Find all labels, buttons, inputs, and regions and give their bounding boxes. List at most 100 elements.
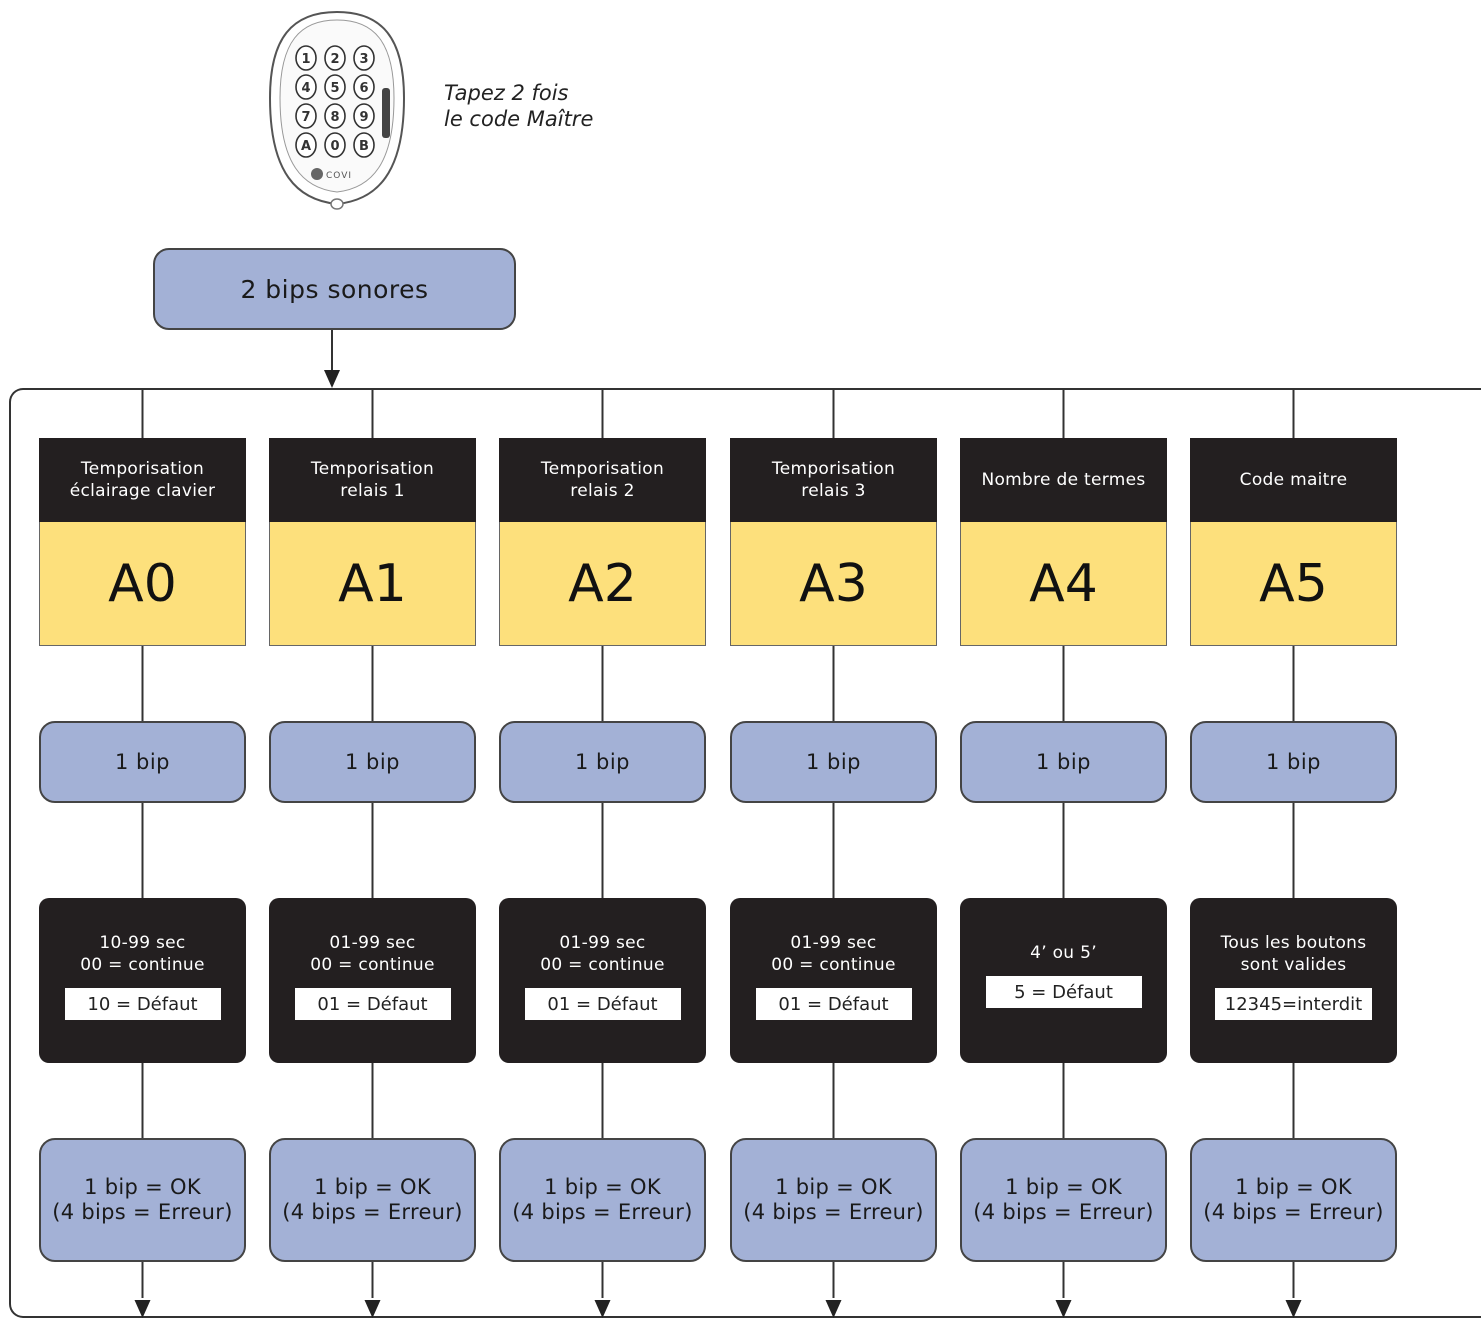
start-arrow [324,370,340,388]
default-value: 01 = Défaut [524,988,681,1020]
menu-title-line: Temporisation [310,459,435,479]
result-line: 1 bip = OK [1005,1175,1122,1199]
menu-code: A4 [960,522,1167,646]
keypad-key [295,74,317,100]
result-line: (4 bips = Erreur) [282,1200,463,1224]
parameter-text: 4’ ou 5’ [1030,942,1097,964]
menu-code: A5 [1190,522,1397,646]
instruction-text: Tapez 2 fois le code Maître [444,80,704,132]
keypad-key-label: 2 [330,52,339,67]
confirm-beep-box: 1 bip [269,721,476,803]
instruction-line-1: Tapez 2 fois [444,81,569,105]
result-box: 1 bip = OK(4 bips = Erreur) [499,1138,706,1262]
confirm-beep-label: 1 bip [574,750,631,774]
menu-title-line: Temporisation [80,459,205,479]
menu-code: A3 [730,522,937,646]
menu-title: Code maitre [1190,438,1397,522]
result-box: 1 bip = OK(4 bips = Erreur) [960,1138,1167,1262]
keypad-key-label: 4 [301,81,310,96]
menu-code: A1 [269,522,476,646]
keypad-key [324,45,346,71]
default-value: 12345=interdit [1214,988,1373,1020]
parameter-line: 00 = continue [310,955,435,975]
parameter-line: 00 = continue [540,955,665,975]
result-line: (4 bips = Erreur) [512,1200,693,1224]
keypad-key-label: A [301,139,311,154]
keypad-key [353,132,375,158]
parameter-line: 4’ ou 5’ [1030,943,1097,963]
confirm-beep-box: 1 bip [499,721,706,803]
menu-title-line: Temporisation [540,459,665,479]
keypad-key [353,45,375,71]
keypad-key-label: 1 [301,52,310,67]
confirm-beep-label: 1 bip [805,750,862,774]
result-line: (4 bips = Erreur) [973,1200,1154,1224]
menu-title-line: relais 3 [801,481,866,501]
start-beeps-box: 2 bips sonores [153,248,516,330]
menu-code: A0 [39,522,246,646]
menu-title-line: relais 2 [570,481,635,501]
keypad-key [324,74,346,100]
keypad-key-label: 0 [330,139,339,154]
keypad-key [324,103,346,129]
result-box: 1 bip = OK(4 bips = Erreur) [269,1138,476,1262]
result-line: (4 bips = Erreur) [52,1200,233,1224]
menu-title-line: Code maitre [1239,470,1348,490]
parameter-box: 4’ ou 5’ 5 = Défaut [960,898,1167,1063]
parameter-line: 00 = continue [80,955,205,975]
result-line: (4 bips = Erreur) [1203,1200,1384,1224]
keypad-key-label: 9 [359,110,368,125]
keypad-key-label: 3 [359,52,368,67]
keypad-key-label: B [359,139,369,154]
confirm-beep-box: 1 bip [39,721,246,803]
parameter-line: 01-99 sec [559,933,646,953]
result-line: 1 bip = OK [544,1175,661,1199]
default-value: 01 = Défaut [755,988,912,1020]
result-line: (4 bips = Erreur) [743,1200,924,1224]
menu-title-line: Nombre de termes [981,470,1146,490]
confirm-beep-label: 1 bip [1265,750,1322,774]
menu-title-line: éclairage clavier [69,481,216,501]
keypad-key [353,103,375,129]
keypad-key [295,103,317,129]
result-line: 1 bip = OK [84,1175,201,1199]
menu-title: Nombre de termes [960,438,1167,522]
keypad-key-label: 7 [301,110,310,125]
result-line: 1 bip = OK [314,1175,431,1199]
keypad-key [353,74,375,100]
parameter-line: Tous les boutons [1220,933,1367,953]
keypad-key-label: 5 [330,81,339,96]
menu-group-frame [9,388,1481,1318]
keypad-key-label: 6 [359,81,368,96]
confirm-beep-box: 1 bip [730,721,937,803]
default-value: 10 = Défaut [64,988,221,1020]
parameter-line: 01-99 sec [790,933,877,953]
parameter-line: sont valides [1240,955,1347,975]
brand-label: COVI [326,171,352,181]
menu-title-line: relais 1 [340,481,405,501]
result-line: 1 bip = OK [1235,1175,1352,1199]
menu-title-line: Temporisation [771,459,896,479]
confirm-beep-box: 1 bip [1190,721,1397,803]
default-value: 5 = Défaut [985,976,1142,1008]
parameter-line: 10-99 sec [99,933,186,953]
parameter-line: 00 = continue [771,955,896,975]
result-line: 1 bip = OK [775,1175,892,1199]
result-box: 1 bip = OK(4 bips = Erreur) [1190,1138,1397,1262]
instruction-line-2: le code Maître [444,107,594,131]
confirm-beep-label: 1 bip [114,750,171,774]
keypad-key [295,45,317,71]
